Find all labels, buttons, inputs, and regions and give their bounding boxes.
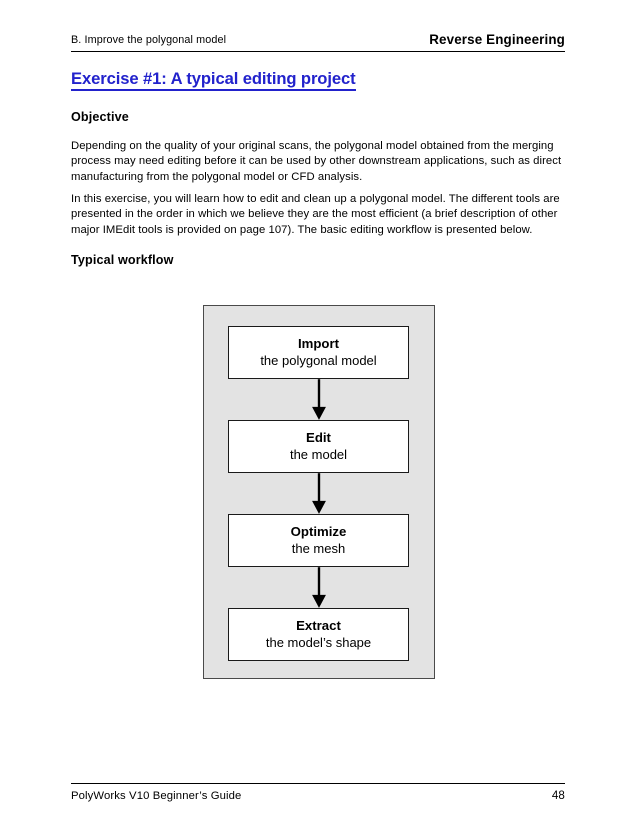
page-header: B. Improve the polygonal model Reverse E… xyxy=(71,32,565,52)
flow-arrow-down-icon xyxy=(312,473,326,514)
flow-step-title: Edit xyxy=(306,430,331,445)
flow-arrow-down-icon xyxy=(312,567,326,608)
header-section-label: B. Improve the polygonal model xyxy=(71,34,227,46)
flow-step-edit: Edit the model xyxy=(228,420,409,473)
page-title: Exercise #1: A typical editing project xyxy=(71,69,356,91)
flow-step-subtitle: the model’s shape xyxy=(265,635,372,650)
header-document-title: Reverse Engineering xyxy=(429,32,565,47)
typical-workflow-heading: Typical workflow xyxy=(71,253,174,267)
objective-paragraph-1: Depending on the quality of your origina… xyxy=(71,140,562,183)
page-footer: PolyWorks V10 Beginner’s Guide 48 xyxy=(71,783,565,803)
flow-step-extract: Extract the model’s shape xyxy=(228,608,409,661)
flow-step-subtitle: the mesh xyxy=(291,541,346,556)
workflow-diagram: Import the polygonal model Edit the mode… xyxy=(203,305,435,679)
objective-paragraph-2: In this exercise, you will learn how to … xyxy=(71,193,560,236)
flow-step-title: Optimize xyxy=(290,524,347,539)
flow-step-subtitle: the model xyxy=(289,447,348,462)
footer-guide-title: PolyWorks V10 Beginner’s Guide xyxy=(71,790,242,802)
flow-step-subtitle: the polygonal model xyxy=(260,353,377,368)
page-number: 48 xyxy=(551,789,565,802)
flow-step-import: Import the polygonal model xyxy=(228,326,409,379)
flow-step-optimize: Optimize the mesh xyxy=(228,514,409,567)
flow-step-title: Extract xyxy=(296,618,341,633)
flow-arrow-down-icon xyxy=(312,379,326,420)
objective-heading: Objective xyxy=(71,110,129,124)
flow-step-title: Import xyxy=(297,336,340,351)
